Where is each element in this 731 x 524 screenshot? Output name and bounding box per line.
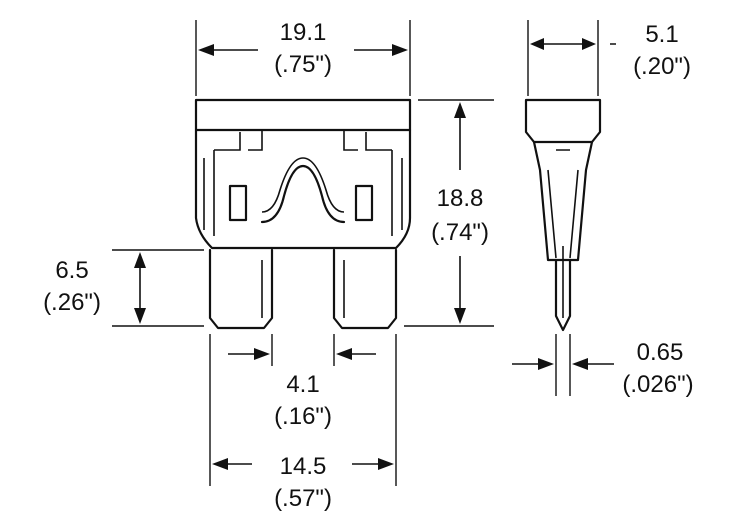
dimension-terminal [112, 249, 204, 327]
dimension-width [195, 20, 411, 96]
fuse-right-cavity [343, 130, 393, 236]
thickness-in-label: (.20") [633, 53, 691, 80]
height-in-label: (.74") [431, 219, 489, 246]
span-mm-label: 14.5 [280, 453, 327, 480]
side-body [532, 140, 594, 262]
dimension-gap [228, 334, 376, 366]
fuse-head-cap [194, 98, 412, 132]
blade-in-label: (.026") [622, 371, 693, 398]
height-mm-label: 18.8 [437, 185, 484, 212]
terminal-in-label: (.26") [43, 289, 101, 316]
fuse-right-window [354, 184, 374, 222]
gap-in-label: (.16") [274, 403, 332, 430]
blade-mm-label: 0.65 [637, 339, 684, 366]
fuse-left-window [228, 184, 248, 222]
fuse-side-view [524, 98, 602, 332]
thickness-mm-label: 5.1 [645, 21, 678, 48]
side-blade [554, 258, 572, 332]
dimension-span [209, 334, 397, 486]
fuse-right-terminal [332, 248, 398, 330]
terminal-mm-label: 6.5 [55, 257, 88, 284]
dimension-height [404, 99, 494, 327]
fuse-element [260, 164, 346, 224]
gap-mm-label: 4.1 [286, 371, 319, 398]
side-head [524, 98, 602, 144]
span-in-label: (.57") [274, 485, 332, 512]
dimension-blade [512, 334, 614, 396]
fuse-body-outline [194, 128, 412, 250]
fuse-left-terminal [208, 248, 274, 330]
width-mm-label: 19.1 [280, 19, 327, 46]
fuse-left-cavity [213, 130, 263, 236]
dimension-thickness [527, 20, 616, 96]
fuse-front-view [194, 98, 412, 330]
width-in-label: (.75") [274, 51, 332, 78]
